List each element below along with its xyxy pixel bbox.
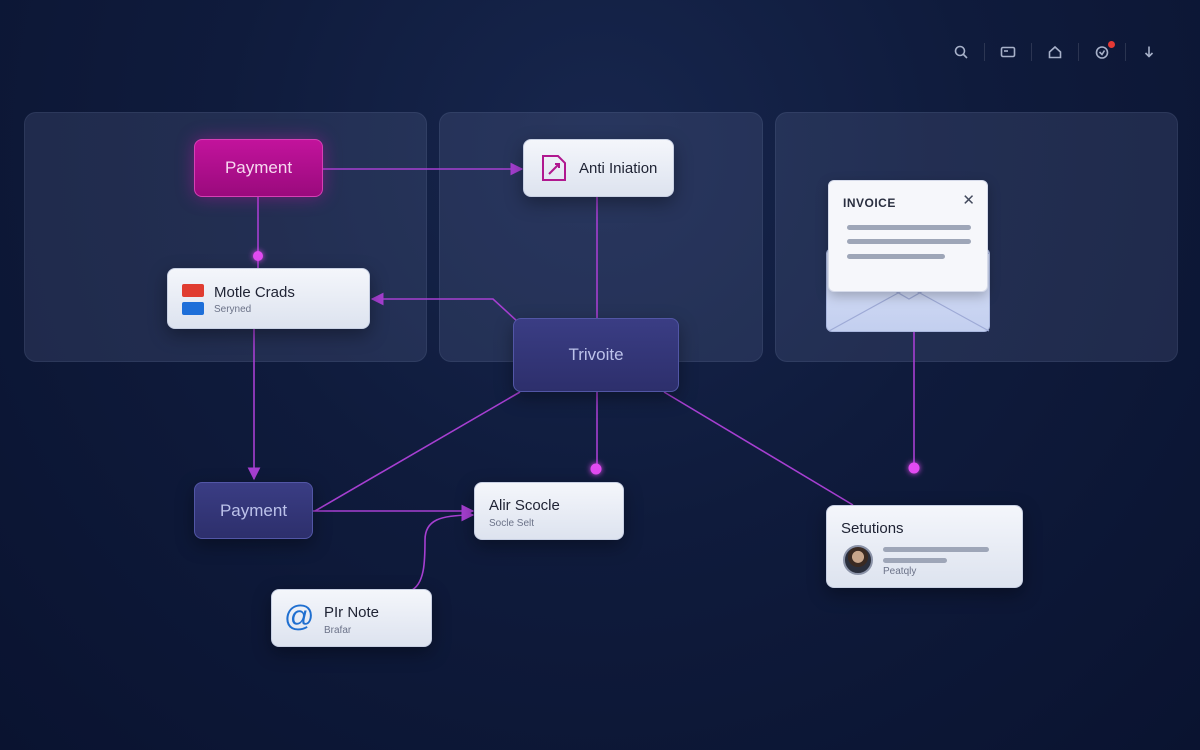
invoice-card[interactable]: INVOICE ✕ xyxy=(826,180,990,332)
card-icon xyxy=(1000,46,1016,58)
card-brand-red-icon xyxy=(182,284,204,297)
card-button[interactable] xyxy=(985,38,1031,66)
connector-dot xyxy=(908,462,920,474)
connector-dot xyxy=(253,251,263,261)
node-label: Payment xyxy=(219,500,288,520)
toolbar-divider xyxy=(1031,43,1032,61)
notification-icon xyxy=(1095,46,1109,59)
node-pir-note[interactable]: @ PIr Note Brafar xyxy=(271,589,432,647)
download-button[interactable] xyxy=(1126,38,1172,66)
node-title: Setutions xyxy=(841,520,904,537)
toolbar-divider xyxy=(1125,43,1126,61)
node-subtitle: Seryned xyxy=(214,304,252,315)
notification-button[interactable] xyxy=(1079,38,1125,66)
node-label: Trivoite xyxy=(568,345,624,364)
home-icon xyxy=(1048,45,1062,59)
node-alir-scocle[interactable]: Alir Scocle Socle Selt xyxy=(474,482,624,540)
node-trivoite[interactable]: Trivoite xyxy=(513,318,679,392)
edge-pir-note-to-alir-scocle xyxy=(409,508,475,592)
download-icon xyxy=(1144,46,1154,58)
edge-trivoite-to-motle-crads xyxy=(370,292,519,323)
node-title: Alir Scocle xyxy=(489,497,560,514)
node-title: PIr Note xyxy=(324,604,380,621)
connector-dot xyxy=(590,463,602,475)
search-button[interactable] xyxy=(938,38,984,66)
node-motle-crads[interactable]: Motle Crads Seryned xyxy=(167,268,370,329)
text-line xyxy=(847,239,971,244)
at-sign-icon: @ xyxy=(284,600,315,633)
top-toolbar xyxy=(938,38,1172,66)
node-setutions[interactable]: Setutions Peatqly xyxy=(826,505,1023,588)
search-icon xyxy=(954,45,968,59)
home-button[interactable] xyxy=(1032,38,1078,66)
text-line xyxy=(847,225,971,230)
node-title: Anti Iniation xyxy=(579,160,658,177)
node-label: Payment xyxy=(224,158,293,177)
toolbar-divider xyxy=(1078,43,1079,61)
invoice-title: INVOICE xyxy=(843,196,896,210)
edge-trivoite-to-setutions xyxy=(663,391,854,506)
node-anti-iniation[interactable]: Anti Iniation xyxy=(523,139,674,197)
notification-badge xyxy=(1108,41,1115,48)
node-title: Motle Crads xyxy=(214,284,295,301)
close-icon[interactable]: ✕ xyxy=(962,192,975,209)
node-subtitle: Brafar xyxy=(324,625,352,636)
edge-trivoite-to-payment xyxy=(314,391,521,512)
text-line xyxy=(847,254,945,259)
card-brand-blue-icon xyxy=(182,302,204,315)
avatar xyxy=(843,545,873,575)
text-line xyxy=(883,547,989,552)
toolbar-divider xyxy=(984,43,985,61)
node-subtitle: Socle Selt xyxy=(489,518,535,529)
document-pen-icon xyxy=(540,153,568,188)
node-payment-top[interactable]: Payment xyxy=(194,139,323,197)
invoice-paper: INVOICE ✕ xyxy=(828,180,988,292)
text-line xyxy=(883,558,947,563)
node-payment-bottom[interactable]: Payment xyxy=(194,482,313,539)
node-subtitle: Peatqly xyxy=(883,566,917,577)
